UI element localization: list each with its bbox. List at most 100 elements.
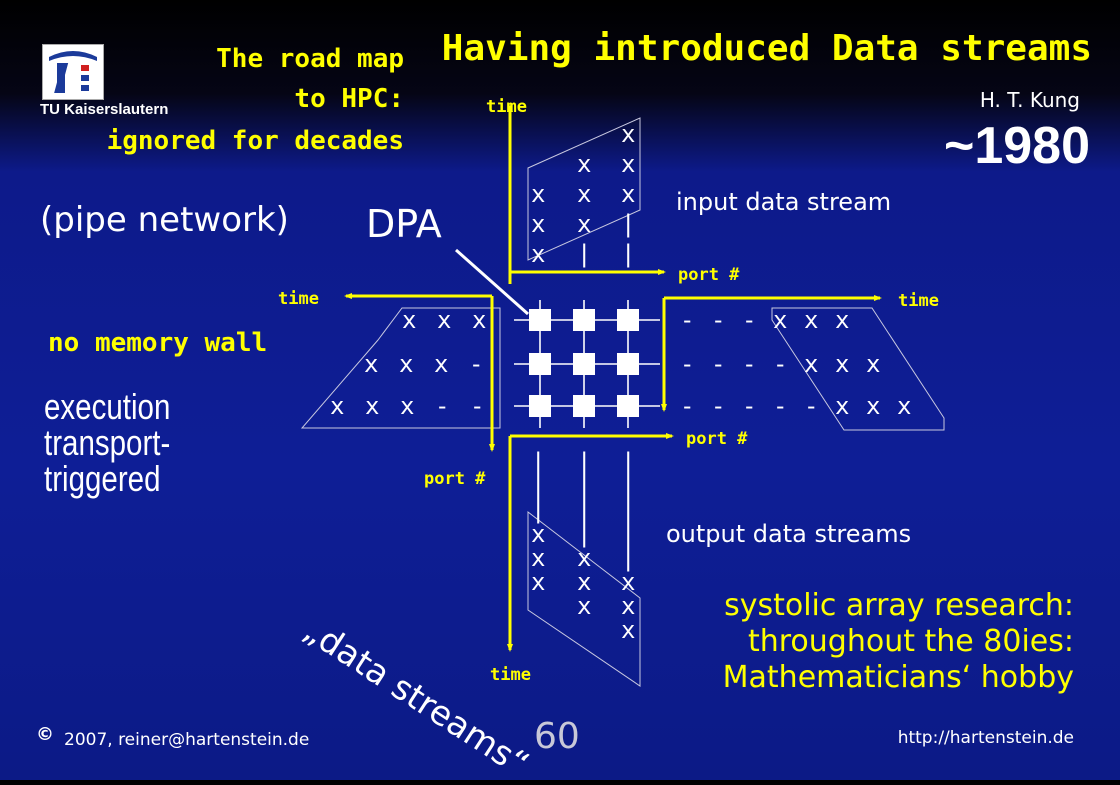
right-stream-mark: x [866,350,880,378]
input-mark: | [577,240,591,268]
output-mark: | [577,472,591,500]
right-stream-mark: - [711,306,725,334]
author: H. T. Kung [979,88,1080,112]
year: ~1980 [943,117,1090,175]
right-stream-mark: - [773,350,787,378]
input-mark: x [577,180,591,208]
output-mark: | [621,520,635,548]
left-stream-mark: - [469,350,483,378]
triggered-label: triggered [44,458,161,499]
pe-3-2 [573,395,595,417]
roadmap-line-3: ignored for decades [106,126,404,156]
output-mark: | [577,448,591,476]
output-mark: x [621,592,635,620]
pipe-network-label: (pipe network) [40,200,289,240]
note-line-1: systolic array research: [724,588,1074,623]
output-mark: | [577,496,591,524]
left-stream-mark: x [472,306,486,334]
roadmap-line-1: The road map [216,44,404,74]
right-stream-mark: - [804,392,818,420]
output-mark: | [531,472,545,500]
left-stream-mark: x [365,392,379,420]
input-mark: x [531,210,545,238]
copyright-icon: © [36,724,54,745]
right-stream-mark: x [835,392,849,420]
right-stream-mark: x [804,350,818,378]
logo-caption: TU Kaiserslautern [40,101,169,118]
left-stream-mark: x [400,392,414,420]
time-label-top: time [486,97,527,117]
right-stream-mark: x [773,306,787,334]
output-mark: | [621,496,635,524]
tu-logo [42,44,104,100]
left-stream-box [300,307,501,429]
tu-logo-icon [49,51,97,93]
left-stream-mark: x [434,350,448,378]
right-stream-mark: x [804,306,818,334]
right-stream-mark: - [742,392,756,420]
right-stream-mark: - [773,392,787,420]
dpa-label: DPA [366,202,442,246]
input-mark: x [531,240,545,268]
output-mark: | [621,544,635,572]
output-mark: | [621,448,635,476]
left-stream-mark: x [364,350,378,378]
input-stream-label: input data stream [676,188,891,216]
output-mark: x [621,568,635,596]
footer-url: http://hartenstein.de [897,728,1074,748]
right-stream-mark: x [866,392,880,420]
right-stream-mark: - [711,350,725,378]
pe-1-3 [617,309,639,331]
output-mark: x [621,616,635,644]
pe-3-1 [529,395,551,417]
left-stream-mark: - [435,392,449,420]
output-mark: | [621,472,635,500]
output-mark: | [577,520,591,548]
transport-label: transport- [44,422,171,463]
input-mark: | [621,240,635,268]
footer-email: 2007, reiner@hartenstein.de [64,730,310,750]
output-stream-box [527,510,641,687]
right-stream-mark: - [680,306,694,334]
page-title: Having introduced Data streams [441,28,1092,69]
output-mark: | [531,496,545,524]
right-stream-mark: - [742,350,756,378]
page-number: 60 [534,716,580,757]
no-memory-wall: no memory wall [48,328,268,358]
left-stream-mark: x [402,306,416,334]
input-mark: x [577,150,591,178]
time-label-bottom: time [490,665,531,685]
left-stream-mark: x [330,392,344,420]
pe-1-2 [573,309,595,331]
pe-2-1 [529,353,551,375]
right-stream-mark: - [742,306,756,334]
input-mark: x [621,150,635,178]
pe-3-3 [617,395,639,417]
input-mark: x [577,210,591,238]
input-mark: | [621,210,635,238]
input-mark: x [621,120,635,148]
note-line-3: Mathematicians‘ hobby [722,660,1074,695]
right-stream-box [771,307,945,431]
output-mark: x [531,568,545,596]
right-stream-mark: x [835,306,849,334]
time-label-right: time [898,291,939,311]
output-mark: | [531,448,545,476]
left-stream-mark: x [399,350,413,378]
dpa-pointer [455,248,529,316]
pe-2-2 [573,353,595,375]
right-stream-mark: - [711,392,725,420]
output-mark: x [577,592,591,620]
input-stream-box [527,117,641,261]
time-label-left: time [278,289,319,309]
port-label-left: port # [424,469,486,489]
pe-1-1 [529,309,551,331]
input-mark: x [531,180,545,208]
right-stream-mark: x [897,392,911,420]
right-stream-mark: - [680,392,694,420]
roadmap-line-2: to HPC: [294,84,404,114]
output-mark: x [577,544,591,572]
left-stream-mark: - [470,392,484,420]
